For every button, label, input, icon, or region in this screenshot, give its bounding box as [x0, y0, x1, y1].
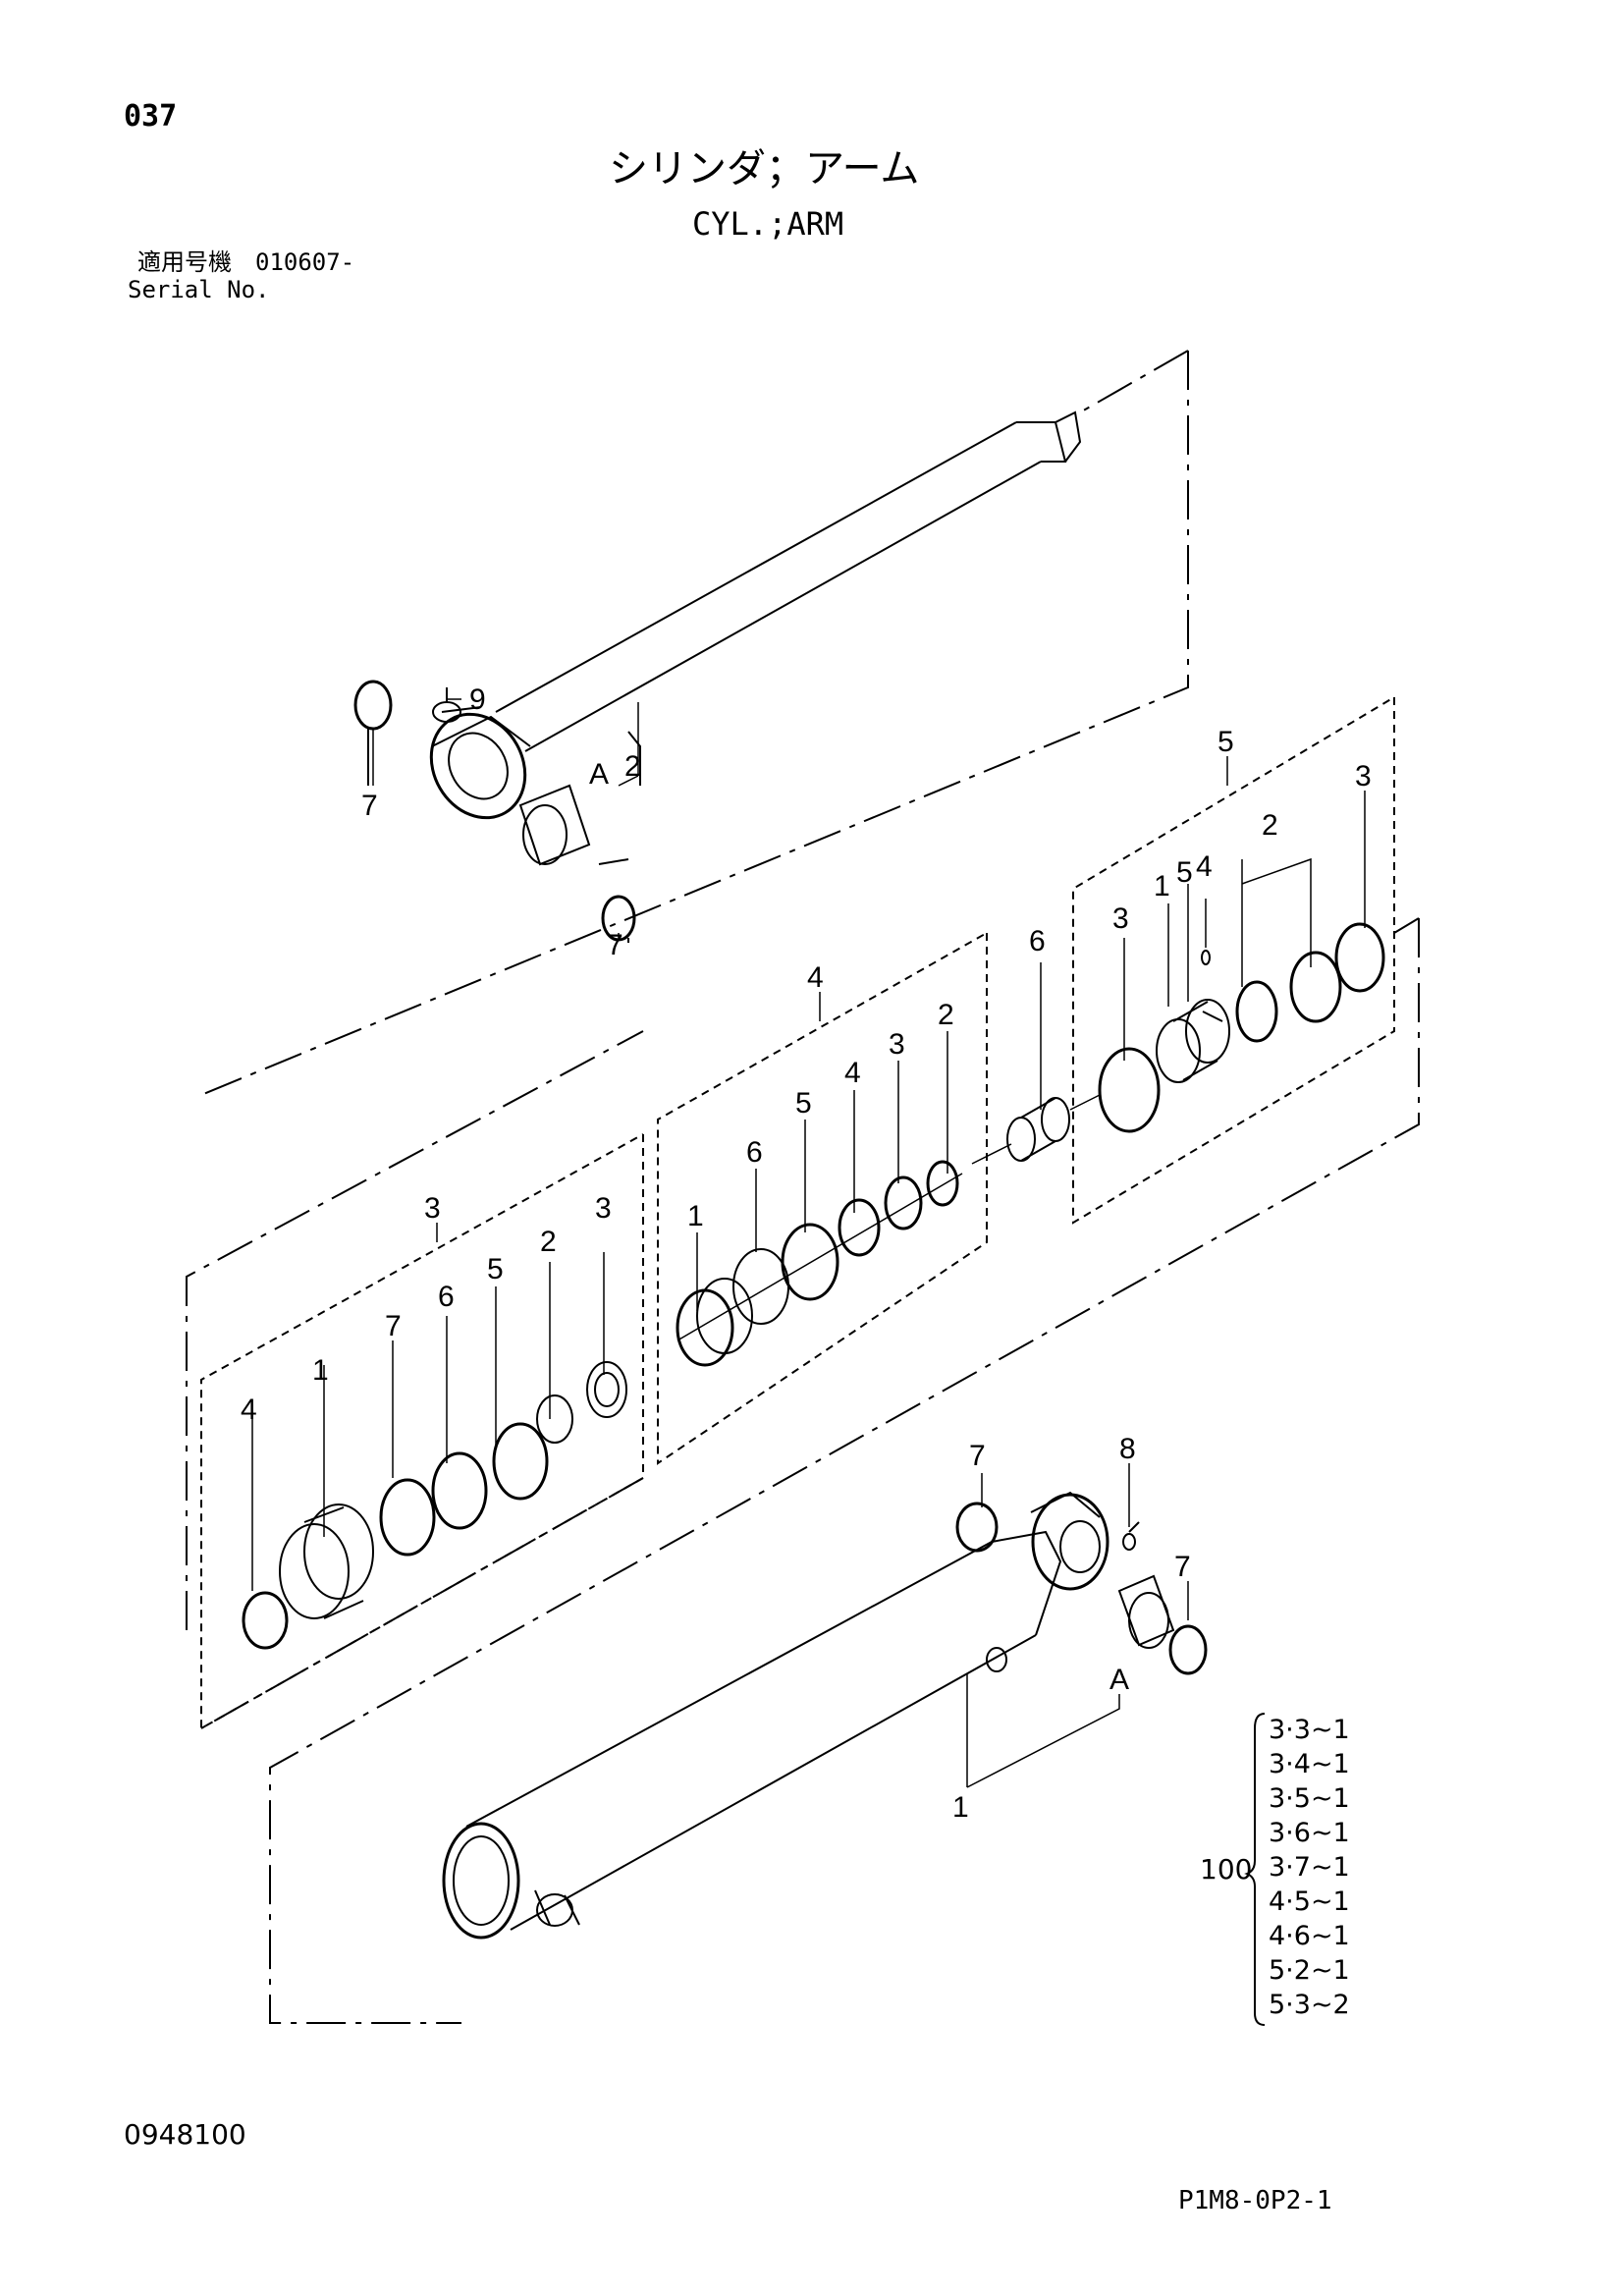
- spacer-part: [971, 1094, 1101, 1165]
- callout-rod-grease-fitting: 9: [469, 683, 486, 716]
- callout-tube-grease-fitting: 8: [1119, 1433, 1136, 1465]
- kit-item: 3·7~1: [1269, 1852, 1350, 1883]
- callout-leaders: [251, 698, 1366, 1788]
- kit-item: 4·6~1: [1269, 1921, 1350, 1951]
- callout-group3-item-3: 7: [385, 1310, 402, 1342]
- serial-applicability-label: 適用号機 010607-: [137, 248, 355, 276]
- kit-item: 3·5~1: [1269, 1783, 1350, 1814]
- kit-item: 5·2~1: [1269, 1955, 1350, 1986]
- callout-group4-item-6: 2: [938, 999, 954, 1031]
- callout-group4: 4: [807, 961, 824, 994]
- callout-rod-assembly: 2: [624, 750, 641, 783]
- document-code: 0948100: [124, 2118, 246, 2151]
- callout-group5-item-5: 2: [1262, 809, 1278, 842]
- callout-group3: 3: [424, 1192, 441, 1225]
- callout-tube-assembly: 1: [952, 1791, 969, 1824]
- callout-group5-item-1: 3: [1112, 902, 1129, 935]
- group5-box: [1072, 696, 1395, 1225]
- callout-tube-seal-right: 7: [1174, 1551, 1191, 1583]
- diagram-title-japanese: シリンダ；アーム: [609, 146, 920, 191]
- callout-group3-item-7: 3: [595, 1192, 612, 1225]
- group4-parts: [676, 1160, 963, 1367]
- group4-box: [657, 932, 988, 1465]
- callout-group4-item-4: 4: [844, 1057, 861, 1089]
- callout-group5: 5: [1217, 726, 1234, 758]
- kit-item: 4·5~1: [1269, 1886, 1350, 1917]
- callout-rod-bushing: A: [589, 758, 609, 791]
- callout-tube-bushing: A: [1109, 1664, 1129, 1696]
- kit-item: 3·3~1: [1269, 1715, 1350, 1745]
- callout-group3-item-2: 1: [312, 1354, 329, 1387]
- callout-rod-seal-right: 7: [607, 929, 623, 961]
- serial-number-label: Serial No.: [128, 276, 270, 303]
- cylinder-tube-drawing: [442, 1491, 1208, 1940]
- callout-group5-item-6: 3: [1355, 760, 1372, 793]
- callout-group3-item-4: 6: [438, 1281, 455, 1313]
- callout-group3-item-5: 5: [487, 1253, 504, 1285]
- callout-group4-item-1: 1: [687, 1200, 704, 1232]
- kit-label: 100: [1200, 1853, 1253, 1886]
- page-number: 037: [124, 99, 178, 134]
- group3-box: [200, 1133, 644, 1730]
- callout-tube-seal-top: 7: [969, 1440, 986, 1472]
- callout-group5-item-4: 4: [1196, 850, 1213, 883]
- diagram-title-english: CYL.;ARM: [692, 205, 844, 243]
- callout-group4-item-5: 3: [889, 1028, 905, 1061]
- callout-group5-item-2: 1: [1154, 870, 1170, 902]
- callout-group4-item-2: 6: [746, 1136, 763, 1169]
- kit-bracket: [1244, 1713, 1266, 2026]
- reference-code: P1M8-0P2-1: [1178, 2186, 1332, 2215]
- kit-item: 3·6~1: [1269, 1818, 1350, 1848]
- callout-spacer: 6: [1029, 925, 1046, 957]
- callout-group3-item-1: 4: [241, 1394, 257, 1426]
- callout-group5-item-3: 5: [1176, 856, 1193, 889]
- callout-labels: 2 A 9 7 7 3 4 1 7 6 5 2 3 4 1 6 5 4 3 2 …: [241, 683, 1372, 1824]
- group5-parts: [1098, 922, 1385, 1133]
- callout-group4-item-3: 5: [795, 1087, 812, 1120]
- kit-item: 5·3~2: [1269, 1990, 1350, 2020]
- callout-rod-seal-left: 7: [361, 790, 378, 822]
- callout-group3-item-6: 2: [540, 1226, 557, 1258]
- group3-parts: [242, 1361, 627, 1650]
- kit-item: 3·4~1: [1269, 1749, 1350, 1779]
